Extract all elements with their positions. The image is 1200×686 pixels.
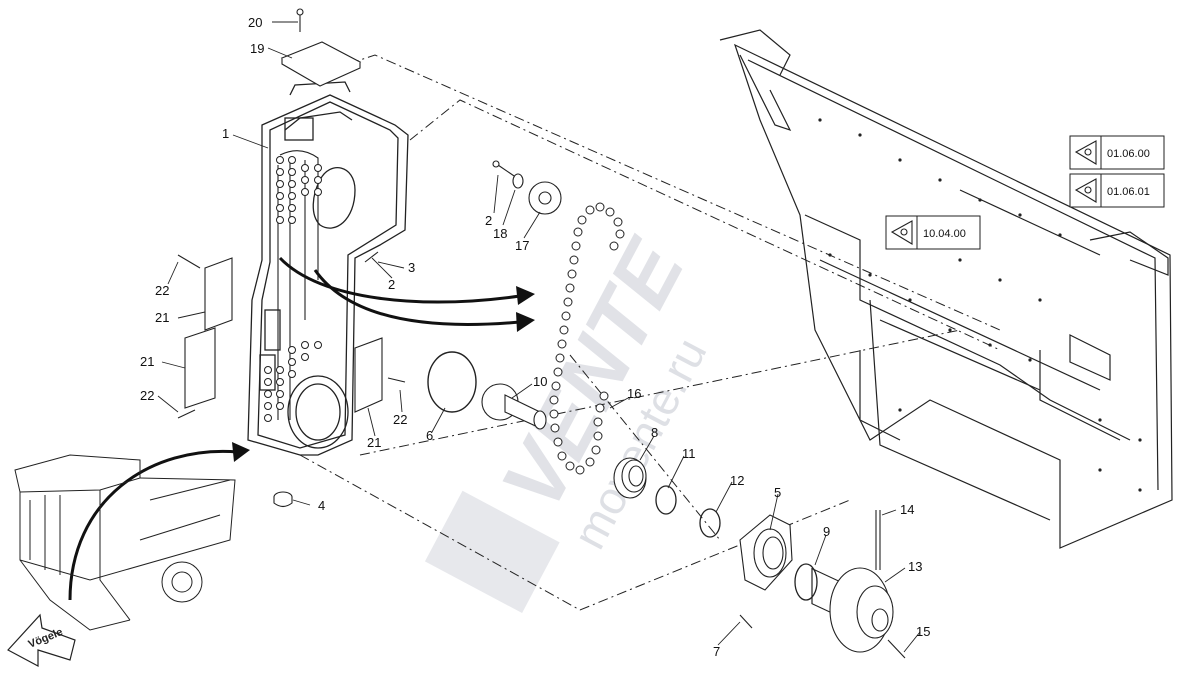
- part-label-10: 10: [533, 374, 547, 389]
- part-label-9: 9: [823, 524, 830, 539]
- view-eye-icon: [890, 220, 913, 245]
- part-label-14: 14: [900, 502, 914, 517]
- view-eye-icon: [1074, 140, 1097, 165]
- housing-chain: [277, 150, 319, 420]
- reference-label-2: 01.06.01: [1107, 186, 1150, 198]
- housing-chain-links: [264, 156, 322, 422]
- part-label-13: 13: [908, 559, 922, 574]
- part-label-21c: 21: [367, 435, 381, 450]
- bearing: [613, 457, 647, 499]
- reference-label-1: 01.06.00: [1107, 148, 1150, 160]
- retaining-rings: [655, 485, 818, 601]
- part-label-19: 19: [250, 41, 264, 56]
- o-ring: [427, 351, 477, 413]
- side-covers: [177, 251, 406, 419]
- part-label-5: 5: [774, 485, 781, 500]
- watermark: VENTE movente.ru: [424, 224, 717, 614]
- machine-direction-arrow: Vögele: [7, 613, 76, 667]
- paver-machine: [14, 454, 236, 631]
- part-label-18: 18: [493, 226, 507, 241]
- part-label-12: 12: [730, 473, 744, 488]
- part-label-15: 15: [916, 624, 930, 639]
- cap: [273, 491, 293, 508]
- view-eye-icon: [1074, 178, 1097, 203]
- reference-label-3: 10.04.00: [923, 228, 966, 240]
- part-label-8: 8: [651, 425, 658, 440]
- part-label-16: 16: [627, 386, 641, 401]
- part-label-1: 1: [222, 126, 229, 141]
- end-cover: [739, 510, 906, 659]
- flow-arrows: [68, 256, 521, 601]
- part-label-17: 17: [515, 238, 529, 253]
- part-label-21b: 21: [140, 354, 154, 369]
- part-label-7: 7: [713, 644, 720, 659]
- top-cover: [280, 8, 362, 87]
- part-label-22b: 22: [140, 388, 154, 403]
- gearbox-housing: [247, 81, 409, 456]
- lower-sprocket-shaft: [481, 383, 547, 430]
- drive-chain: [549, 202, 625, 475]
- part-label-22: 22: [155, 283, 169, 298]
- arrow-heads: [232, 286, 535, 462]
- part-label-4: 4: [318, 498, 325, 513]
- reference-box-3[interactable]: 10.04.00: [885, 215, 981, 250]
- part-label-11: 11: [682, 446, 696, 461]
- upper-sprocket: [492, 160, 562, 215]
- bearing-flange: [739, 514, 793, 591]
- part-labels: 20 19 1 2 18 17 3 2 22 21 21 22 10 16 6 …: [140, 15, 930, 659]
- part-label-20: 20: [248, 15, 262, 30]
- part-label-2: 2: [485, 213, 492, 228]
- part-label-6: 6: [426, 428, 433, 443]
- part-label-2b: 2: [388, 277, 395, 292]
- part-label-22c: 22: [393, 412, 407, 427]
- part-label-21: 21: [155, 310, 169, 325]
- reference-box-1[interactable]: 01.06.00: [1069, 135, 1165, 170]
- reference-box-2[interactable]: 01.06.01: [1069, 173, 1165, 208]
- leader-lines: [157, 21, 921, 653]
- part-label-3: 3: [408, 260, 415, 275]
- main-frame: [719, 29, 1173, 621]
- frame-holes: [818, 118, 1142, 492]
